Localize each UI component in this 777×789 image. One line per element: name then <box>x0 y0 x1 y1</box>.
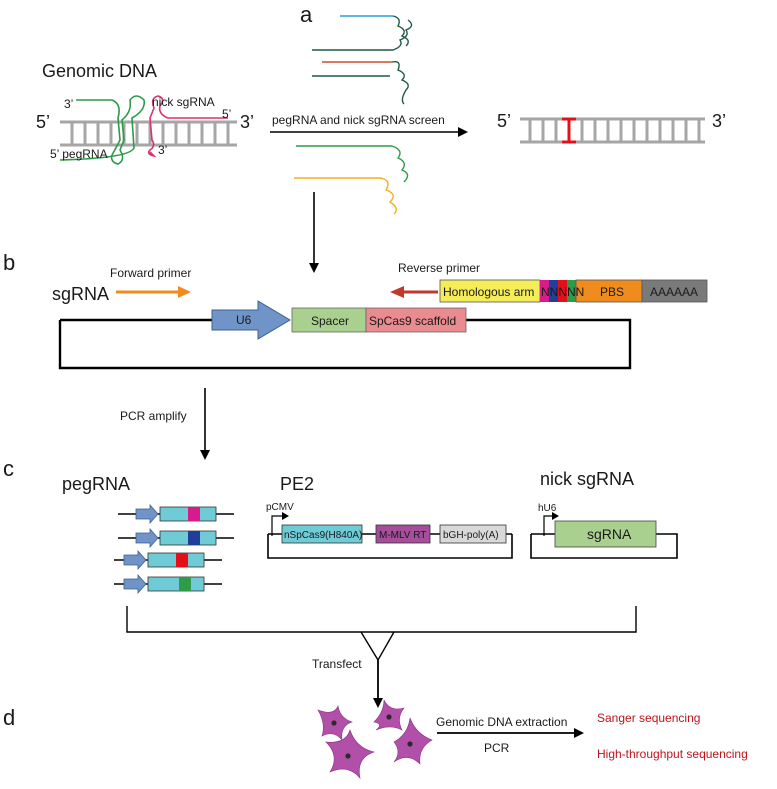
nnnnn-box-3 <box>558 280 567 302</box>
sanger-sequencing-label: Sanger sequencing <box>597 711 700 725</box>
library-guide-6 <box>294 177 397 215</box>
nspcas9-label: nSpCas9(H840A) <box>284 530 362 541</box>
nick-sgrna-3-prime: 3’ <box>158 143 167 157</box>
reverse-primer-construct <box>439 279 708 303</box>
sgrna-box-label: sgRNA <box>587 526 632 542</box>
pcmv-arrowhead <box>282 512 289 520</box>
hu6-label: hU6 <box>538 503 557 514</box>
nick-sgrna-5-prime: 5’ <box>222 107 231 121</box>
extraction-label: Genomic DNA extraction <box>436 715 567 729</box>
pegrna-label: 5’ pegRNA <box>50 147 108 161</box>
spacer-box <box>291 307 367 333</box>
pegrna-3-prime: 3’ <box>64 97 73 111</box>
nick-sgrna-label: nick sgRNA <box>152 95 215 109</box>
nnnnn-box-2 <box>549 280 558 302</box>
hu6-promoter-arrow <box>543 515 554 536</box>
u6-label: U6 <box>236 313 252 327</box>
panel-letter-b: b <box>3 250 15 275</box>
pegrna-title: pegRNA <box>62 474 130 494</box>
five-prime-right: 5’ <box>497 111 511 131</box>
reverse-primer-arrow <box>390 286 438 298</box>
nnnnn-label: NNNNN <box>541 285 584 299</box>
cell-4 <box>393 717 433 765</box>
nspcas9-box <box>281 524 363 544</box>
pbs-label: PBS <box>600 285 624 299</box>
edited-dna-duplex <box>520 117 705 144</box>
edit-site-marker <box>562 117 576 144</box>
transfected-cells <box>317 699 433 780</box>
high-throughput-sequencing-label: High-throughput sequencing <box>597 747 748 761</box>
library-guide-5 <box>296 145 409 183</box>
screen-label: pegRNA and nick sgRNA screen <box>272 113 445 127</box>
mmlv-label: M-MLV RT <box>379 530 426 541</box>
nnnnn-box-1 <box>540 280 549 302</box>
library-guide-2 <box>312 19 413 51</box>
pegrna-construct-4 <box>114 573 222 595</box>
pcmv-promoter-arrow <box>271 515 284 536</box>
three-prime-right: 3’ <box>712 111 726 131</box>
polya-label: AAAAAA <box>650 285 698 299</box>
homologous-arm-label: Homologous arm <box>443 285 534 299</box>
pegrna-construct-2 <box>118 527 234 549</box>
mmlv-box <box>375 524 431 544</box>
sgrna-label: sgRNA <box>52 284 109 304</box>
guide-rna-library <box>294 15 413 215</box>
nick-sgrna-title: nick sgRNA <box>540 469 634 489</box>
pcr-label: PCR <box>484 741 510 755</box>
nick-sgrna-strand <box>147 95 228 158</box>
cell-3 <box>325 728 376 780</box>
scaffold-label: SpCas9 scaffold <box>369 314 456 328</box>
hu6-arrowhead <box>552 512 559 520</box>
pegrna-strand <box>59 95 146 165</box>
nnnnn-box-4 <box>567 280 576 302</box>
u6-promoter <box>211 300 291 340</box>
panel-letter-c: c <box>3 456 14 481</box>
panel-letter-d: d <box>3 705 15 730</box>
bgh-box <box>439 524 507 544</box>
five-prime-left: 5’ <box>36 112 50 132</box>
library-guide-1-scaffold <box>392 15 409 47</box>
forward-primer-arrow <box>116 286 191 298</box>
pcr-amplify-label: PCR amplify <box>120 409 187 423</box>
genomic-dna-label: Genomic DNA <box>42 61 157 81</box>
bgh-label: bGH-poly(A) <box>443 530 499 541</box>
panel-letter-a: a <box>300 2 313 27</box>
sgrna-plasmid-backbone <box>58 318 632 370</box>
transfect-bracket <box>126 606 637 662</box>
pegrna-construct-1 <box>118 503 234 525</box>
sgrna-box <box>554 520 657 548</box>
three-prime-left: 3’ <box>240 112 254 132</box>
scaffold-box <box>365 307 467 333</box>
cell-nuclei <box>331 714 413 759</box>
pe2-plasmid-backbone <box>267 534 513 559</box>
polya-box <box>641 279 708 303</box>
pe2-title: PE2 <box>280 474 314 494</box>
nick-plasmid-backbone <box>530 533 678 559</box>
forward-primer-label: Forward primer <box>110 266 191 280</box>
genomic-dna-duplex <box>60 120 237 147</box>
reverse-primer-label: Reverse primer <box>398 261 480 275</box>
pcmv-label: pCMV <box>266 502 294 513</box>
spacer-label: Spacer <box>311 314 349 328</box>
pegrna-construct-3 <box>114 549 222 571</box>
library-guide-3-scaffold <box>391 60 409 105</box>
transfect-label: Transfect <box>312 657 362 671</box>
